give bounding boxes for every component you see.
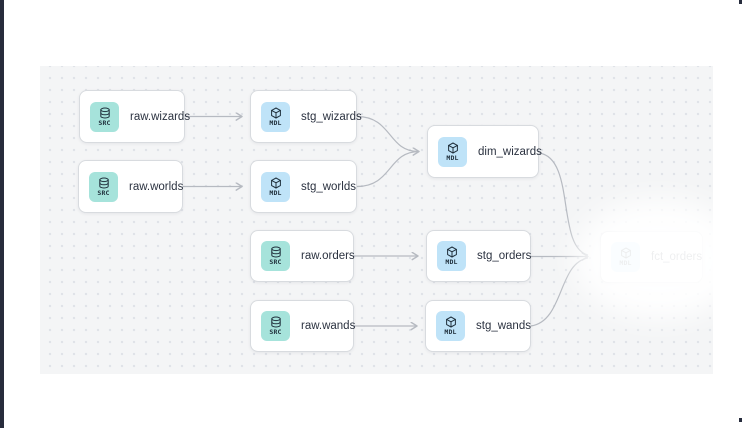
dag-node-stg_worlds[interactable]: MDL stg_worlds <box>250 160 357 213</box>
node-name-label: stg_orders <box>477 250 532 262</box>
node-name-label: stg_wands <box>476 320 531 332</box>
dag-node-dim_wizards[interactable]: MDL dim_wizards <box>427 125 542 178</box>
node-name-label: raw.wands <box>301 320 356 332</box>
node-name-label: raw.orders <box>301 250 355 262</box>
cube-icon <box>447 142 458 153</box>
cube-icon <box>620 247 631 259</box>
node-type-label: MDL <box>269 188 282 197</box>
node-type-badge: MDL <box>261 101 290 132</box>
node-type-label: MDL <box>619 259 632 267</box>
database-icon <box>270 316 281 328</box>
node-type-badge: MDL <box>437 241 466 271</box>
database-icon <box>99 107 110 118</box>
node-type-label: MDL <box>446 153 459 162</box>
cube-icon <box>270 177 281 188</box>
node-type-label: SRC <box>97 188 110 197</box>
node-type-badge: SRC <box>90 101 119 132</box>
dag-node-stg_wizards[interactable]: MDL stg_wizards <box>250 90 362 143</box>
dag-node-raw_worlds[interactable]: SRC raw.worlds <box>78 160 183 213</box>
cube-icon <box>446 246 457 258</box>
dag-node-raw_wizards[interactable]: SRC raw.wizards <box>79 90 190 143</box>
node-type-badge: SRC <box>261 241 290 271</box>
dag-node-stg_orders[interactable]: MDL stg_orders <box>426 230 531 282</box>
window-corner-mark <box>739 0 742 4</box>
node-type-label: MDL <box>444 328 457 336</box>
node-type-badge: MDL <box>261 171 290 202</box>
node-type-badge: MDL <box>611 242 640 272</box>
cube-icon <box>270 107 281 118</box>
node-type-label: SRC <box>269 258 282 266</box>
dag-node-raw_wands[interactable]: SRC raw.wands <box>250 300 356 352</box>
node-type-label: MDL <box>269 118 282 127</box>
dag-node-fct_orders[interactable]: MDL fct_orders <box>600 231 703 283</box>
window-corner-mark <box>739 418 742 422</box>
dag-node-stg_wands[interactable]: MDL stg_wands <box>425 300 531 352</box>
window-left-edge <box>0 0 4 428</box>
node-type-label: SRC <box>98 118 111 127</box>
node-name-label: raw.wizards <box>130 110 191 123</box>
cube-icon <box>445 316 456 328</box>
dag-node-raw_orders[interactable]: SRC raw.orders <box>250 230 355 282</box>
node-type-badge: MDL <box>436 311 465 341</box>
node-type-badge: SRC <box>89 171 118 202</box>
node-name-label: fct_orders <box>651 251 703 263</box>
node-name-label: stg_wizards <box>301 110 362 123</box>
node-name-label: stg_worlds <box>301 180 356 193</box>
node-type-badge: MDL <box>438 136 467 167</box>
database-icon <box>98 177 109 188</box>
node-name-label: dim_wizards <box>478 145 542 158</box>
database-icon <box>270 246 281 258</box>
node-name-label: raw.worlds <box>129 180 184 193</box>
node-type-label: MDL <box>445 258 458 266</box>
node-type-label: SRC <box>269 328 282 336</box>
node-type-badge: SRC <box>261 311 290 341</box>
